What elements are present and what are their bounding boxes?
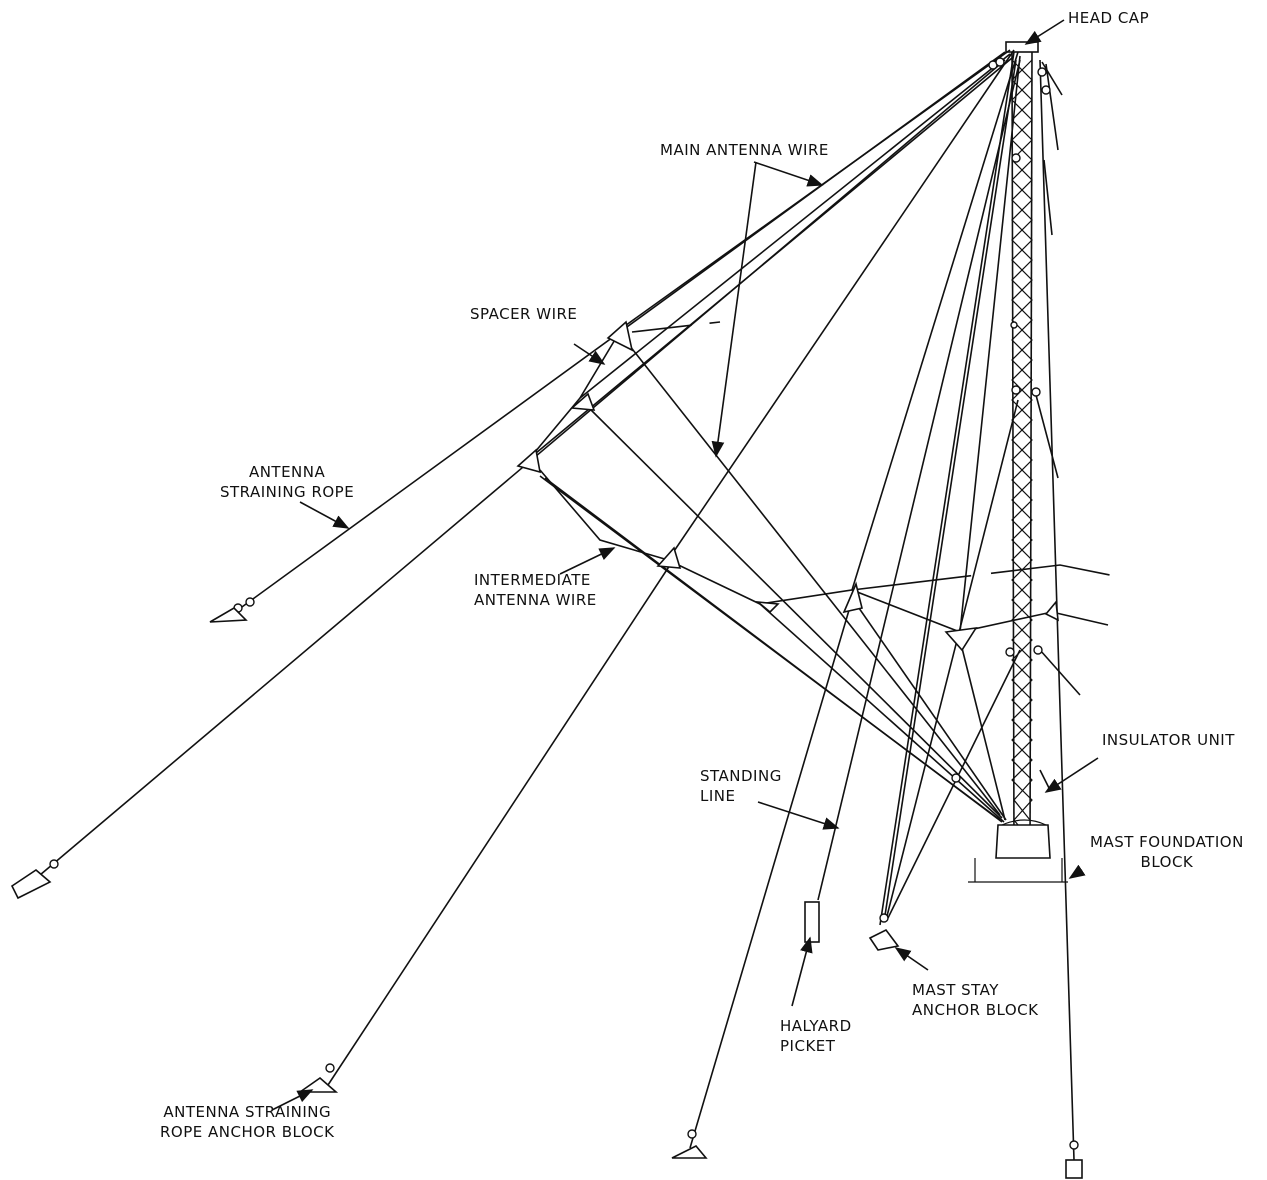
mast-stays bbox=[817, 51, 1081, 1161]
stay-anchor-block-right bbox=[1065, 1159, 1083, 1179]
mast-stay-anchor-block-shape bbox=[868, 928, 900, 951]
main-antenna-wires bbox=[529, 49, 1021, 633]
label-standing-line: STANDING LINE bbox=[700, 766, 782, 806]
label-antenna-straining-rope: ANTENNA STRAINING ROPE bbox=[220, 462, 354, 502]
antenna-straining-rope-anchor-block-line2: ROPE ANCHOR BLOCK bbox=[160, 1123, 335, 1141]
mast-foundation-block-line1: MAST FOUNDATION bbox=[1090, 833, 1244, 851]
label-main-antenna-wire: MAIN ANTENNA WIRE bbox=[660, 140, 829, 160]
antenna-straining-rope-anchor-block-line1: ANTENNA STRAINING bbox=[163, 1103, 332, 1121]
standing-line-line2: LINE bbox=[700, 787, 736, 805]
antenna-straining-rope-line1: ANTENNA bbox=[248, 463, 326, 481]
label-head-cap: HEAD CAP bbox=[1068, 8, 1149, 28]
head-cap bbox=[1005, 41, 1039, 53]
mast-stay-anchor-block-line1: MAST STAY bbox=[912, 981, 999, 999]
label-intermediate-antenna-wire: INTERMEDIATE ANTENNA WIRE bbox=[474, 570, 597, 610]
label-halyard-picket: HALYARD PICKET bbox=[780, 1016, 852, 1056]
insulators bbox=[49, 57, 1079, 1150]
intermediate-antenna-wire-line1: INTERMEDIATE bbox=[474, 571, 591, 589]
label-insulator-unit: INSULATOR UNIT bbox=[1102, 730, 1235, 750]
leader-lines bbox=[271, 19, 1099, 1111]
standing-line-line1: STANDING bbox=[700, 767, 782, 785]
halyard-picket-line2: PICKET bbox=[780, 1037, 836, 1055]
intermediate-antenna-wire-line2: ANTENNA WIRE bbox=[474, 591, 597, 609]
straining-rope-anchor-block-left bbox=[10, 868, 52, 900]
lattice-mast bbox=[1011, 47, 1033, 851]
straining-rope-anchor-block-bottom bbox=[671, 1145, 708, 1159]
mast-foundation-block-shape bbox=[968, 819, 1068, 883]
label-antenna-straining-rope-anchor-block: ANTENNA STRAINING ROPE ANCHOR BLOCK bbox=[160, 1102, 334, 1142]
straining-rope-anchor-block-upper bbox=[209, 606, 248, 623]
insulator-unit-text: INSULATOR UNIT bbox=[1102, 731, 1235, 749]
mast-stay-anchor-block-line2: ANCHOR BLOCK bbox=[912, 1001, 1039, 1019]
antenna-straining-rope-line2: STRAINING ROPE bbox=[220, 483, 355, 501]
spreader-triangles bbox=[516, 320, 1059, 652]
halyard-picket-line1: HALYARD bbox=[780, 1017, 852, 1035]
label-mast-foundation-block: MAST FOUNDATION BLOCK bbox=[1090, 832, 1244, 872]
ground-anchor-blocks bbox=[10, 606, 1083, 1179]
head-cap-text: HEAD CAP bbox=[1068, 9, 1150, 27]
main-antenna-wire-text: MAIN ANTENNA WIRE bbox=[660, 141, 829, 159]
label-mast-stay-anchor-block: MAST STAY ANCHOR BLOCK bbox=[912, 980, 1038, 1020]
spacer-wire-text: SPACER WIRE bbox=[470, 305, 578, 323]
straining-rope-anchor-block-lower bbox=[297, 1076, 339, 1093]
mast-foundation-block-line2: BLOCK bbox=[1140, 853, 1194, 871]
halyard-picket-shape bbox=[804, 901, 820, 943]
label-spacer-wire: SPACER WIRE bbox=[470, 304, 577, 324]
